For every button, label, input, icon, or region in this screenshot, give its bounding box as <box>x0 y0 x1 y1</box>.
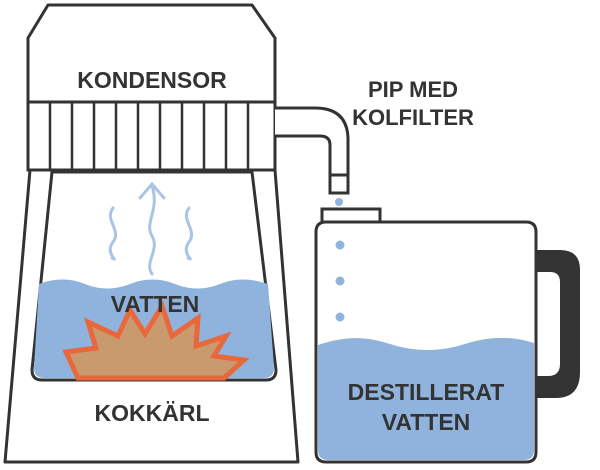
steam-arrow-head <box>138 181 166 200</box>
steam-wave-icon <box>108 206 118 261</box>
flame-icon <box>62 300 250 381</box>
label-condenser: KONDENSOR <box>77 67 227 93</box>
condenser-ribs <box>26 100 277 172</box>
label-distilled-line1: DESTILLERAT <box>348 379 505 405</box>
spout-pipe <box>275 106 350 177</box>
steam-arrow-icon <box>148 184 156 276</box>
water-drop-icon <box>335 240 345 250</box>
water-drop-icon <box>335 198 343 206</box>
label-distilled-line2: VATTEN <box>382 409 471 435</box>
condenser-rib-lines <box>48 102 250 170</box>
jug-handle-icon <box>520 250 580 398</box>
steam-group <box>108 181 194 276</box>
steam-wave-icon <box>184 206 194 261</box>
label-spout-line2: KOLFILTER <box>352 105 474 130</box>
label-boiler: KOKKÄRL <box>95 400 210 426</box>
label-water: VATTEN <box>111 291 200 317</box>
label-spout-line1: PIP MED <box>368 77 458 102</box>
water-drop-icon <box>335 276 345 286</box>
spout-nozzle <box>328 173 350 195</box>
falling-drops <box>335 240 345 322</box>
jug-water <box>318 337 534 460</box>
water-drop-icon <box>335 312 345 322</box>
